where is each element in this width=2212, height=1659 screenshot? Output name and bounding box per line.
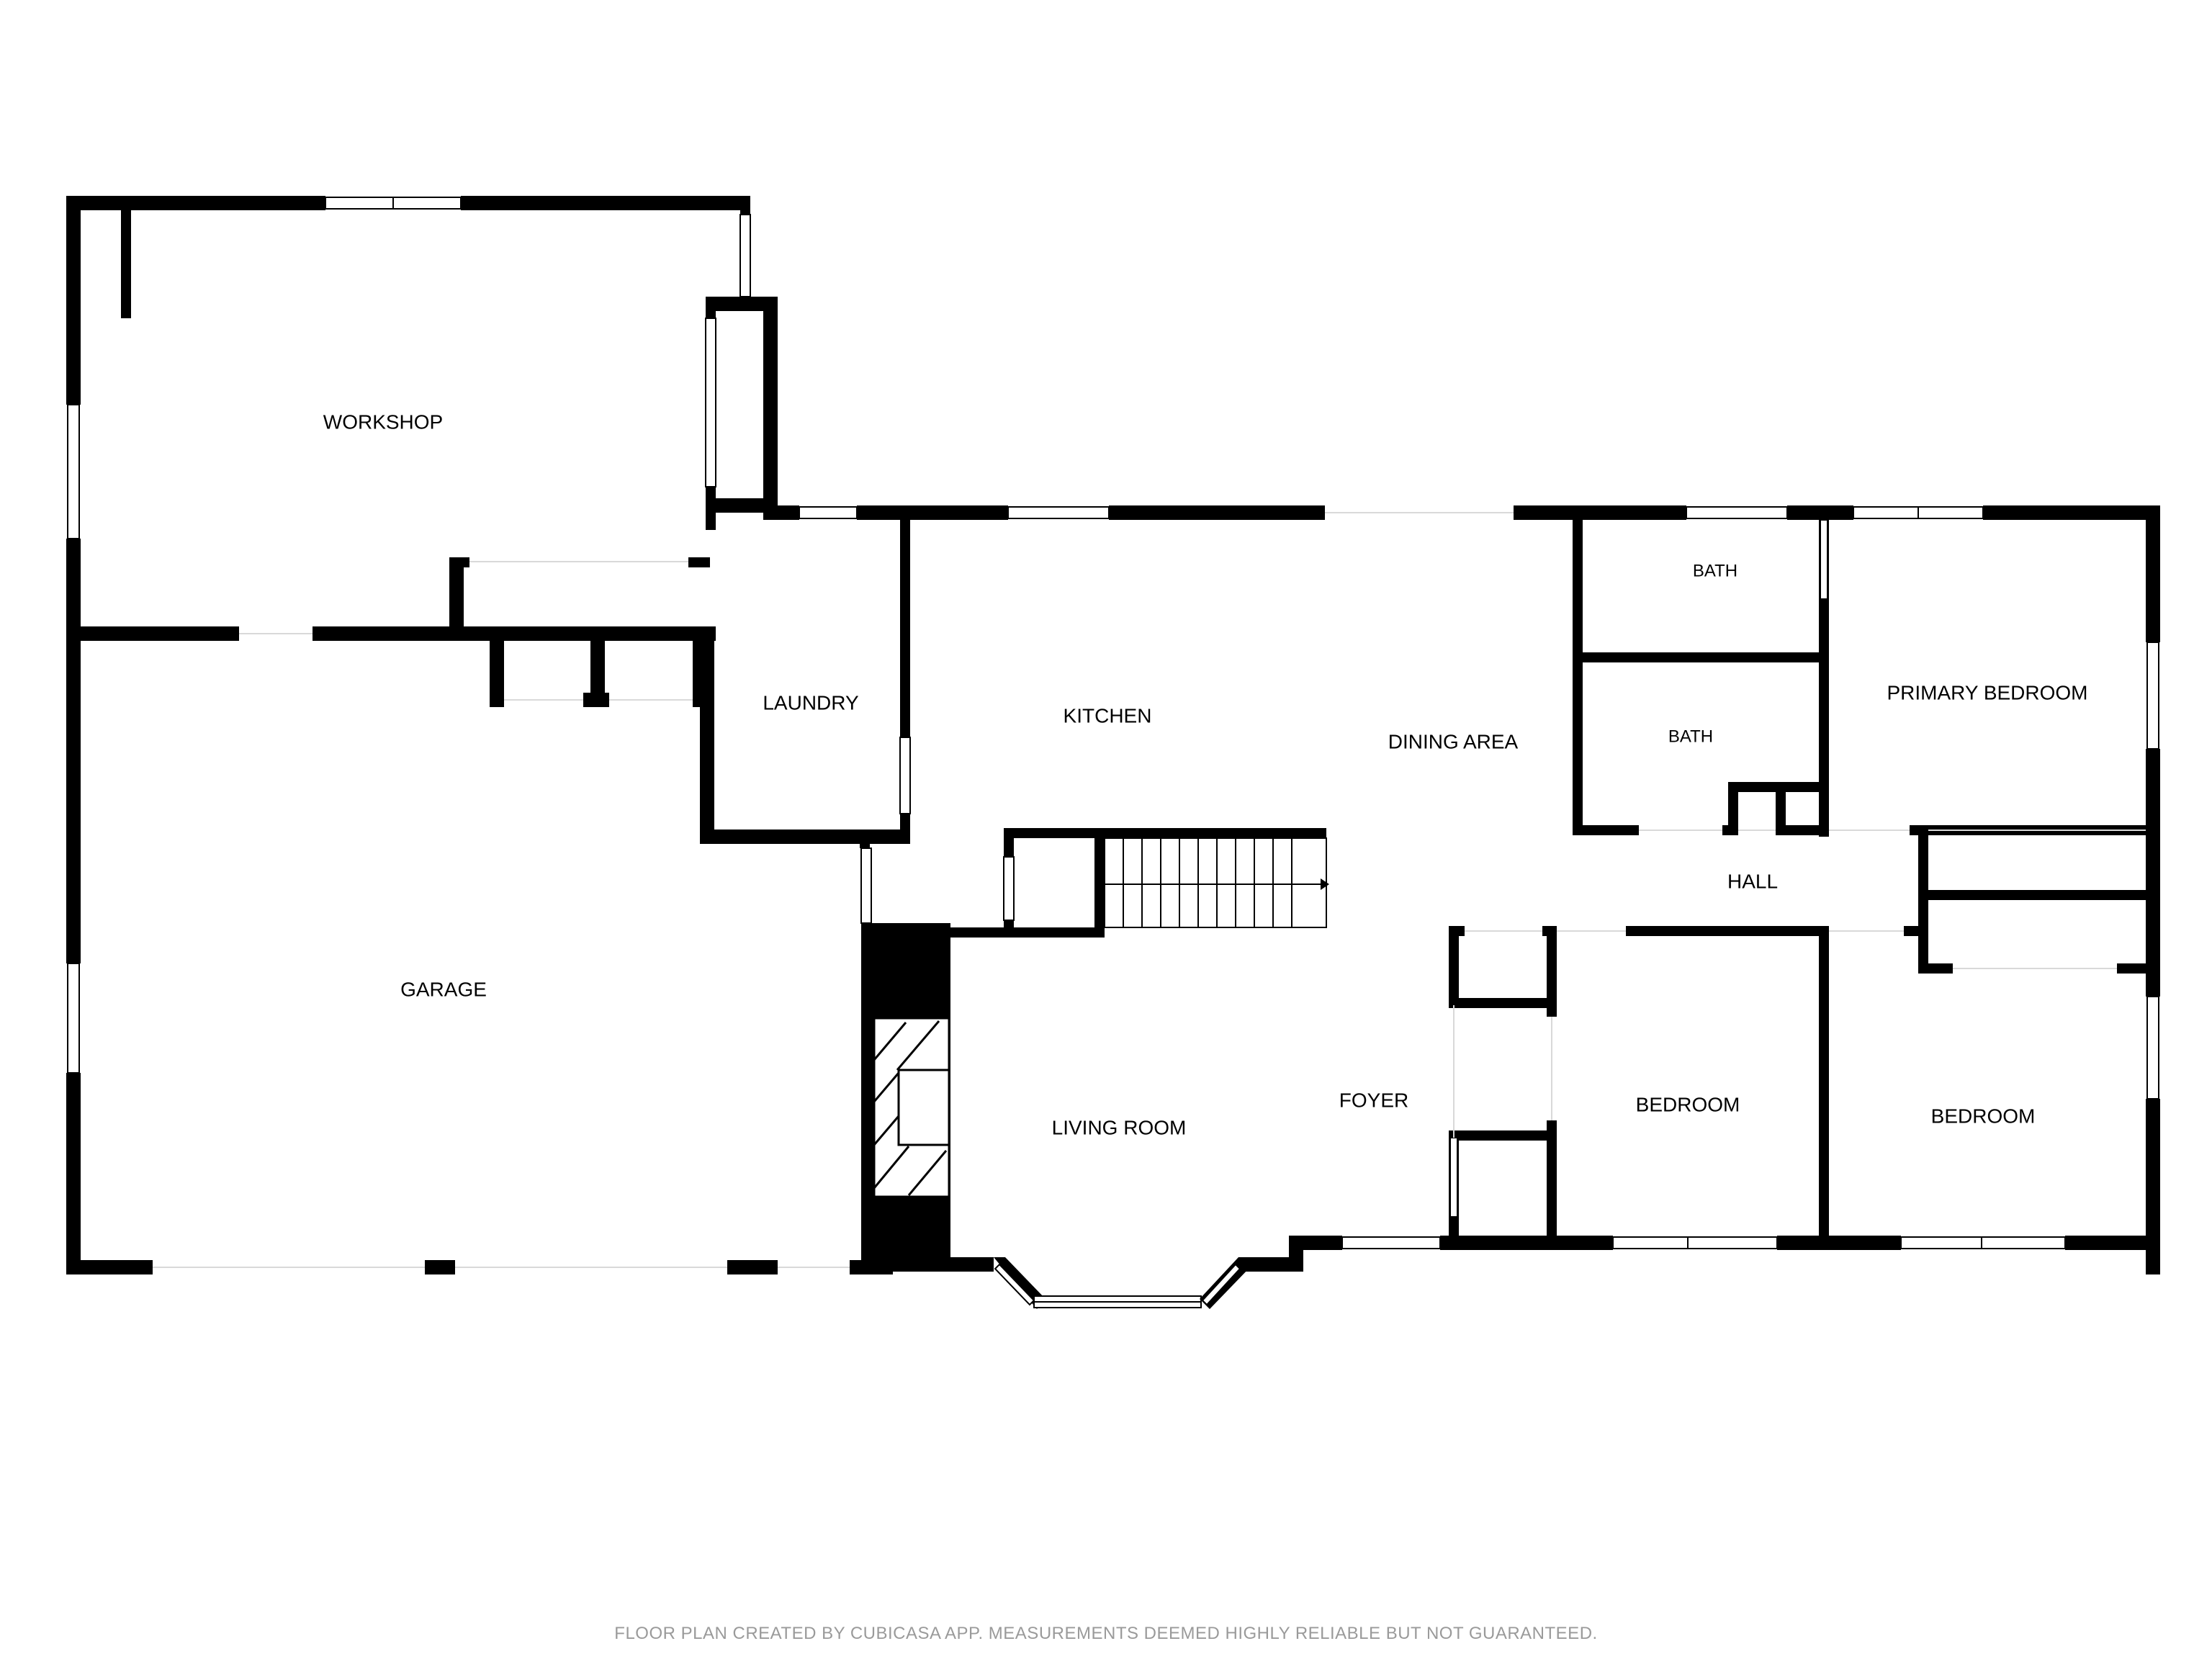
label-dining-area: DINING AREA — [1388, 730, 1519, 752]
walls-main-house — [763, 505, 2160, 1274]
room-labels: WORKSHOP GARAGE LAUNDRY KITCHEN DINING A… — [323, 410, 2088, 1138]
walls-workshop-garage — [66, 196, 910, 1274]
openings-main-house — [1325, 512, 2146, 1138]
staircase — [1104, 837, 1329, 928]
label-laundry: LAUNDRY — [763, 691, 859, 714]
label-living-room: LIVING ROOM — [1052, 1116, 1187, 1138]
windows-main-house — [799, 506, 2159, 1309]
label-garage: GARAGE — [400, 978, 487, 1000]
windows-workshop-garage — [67, 197, 751, 1074]
label-bedroom-right: BEDROOM — [1931, 1105, 2036, 1127]
label-kitchen: KITCHEN — [1064, 704, 1152, 727]
footer-disclaimer: FLOOR PLAN CREATED BY CUBICASA APP. MEAS… — [614, 1624, 1598, 1643]
label-foyer: FOYER — [1339, 1089, 1408, 1111]
label-workshop: WORKSHOP — [323, 410, 443, 433]
label-bath-upper: BATH — [1693, 561, 1737, 580]
openings-workshop-garage — [153, 561, 850, 1268]
label-bath-lower: BATH — [1668, 727, 1713, 746]
label-hall: HALL — [1727, 870, 1778, 892]
label-bedroom-center: BEDROOM — [1636, 1093, 1740, 1115]
fireplace — [873, 1017, 950, 1198]
label-primary-bedroom: PRIMARY BEDROOM — [1887, 681, 2087, 703]
